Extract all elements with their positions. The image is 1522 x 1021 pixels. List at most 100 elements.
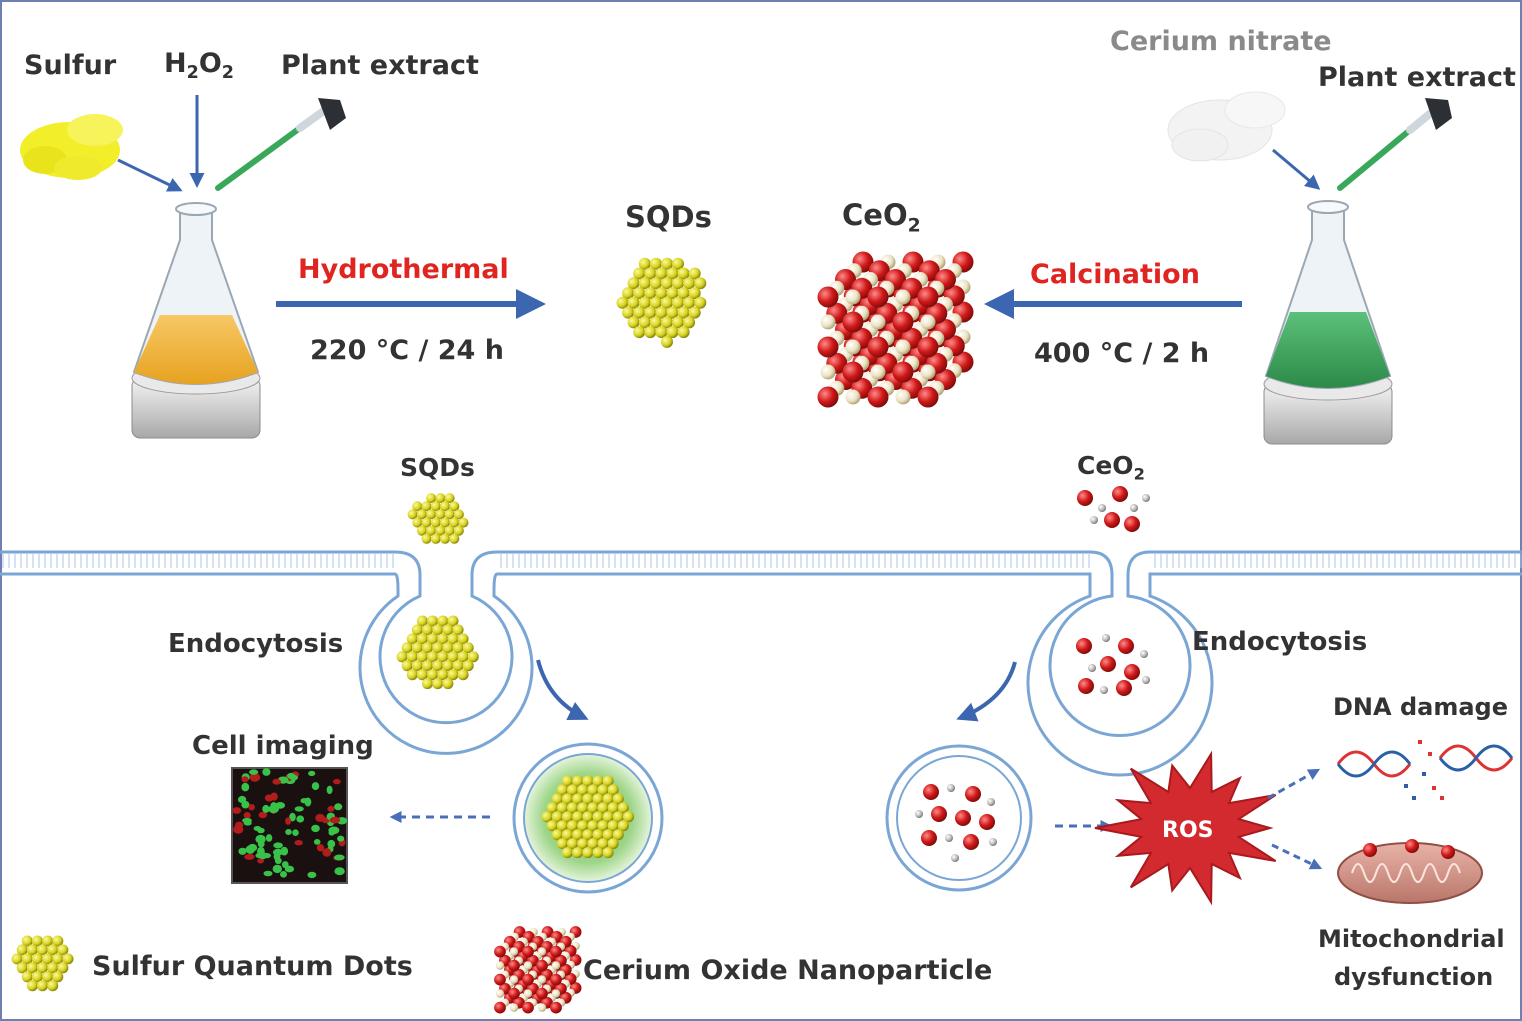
sulfur-particle	[612, 829, 624, 841]
cerium-nitrate-powder-icon	[1167, 91, 1286, 162]
sulfur-particle	[556, 838, 568, 850]
sulfur-particle	[572, 775, 584, 787]
imaged-cell	[262, 768, 271, 776]
hydrothermal-label: Hydrothermal	[298, 254, 509, 285]
legend-ceo2-label: Cerium Oxide Nanoparticle	[583, 955, 993, 986]
sulfur-particle	[42, 971, 54, 983]
sulfur-particle	[577, 820, 589, 832]
sulfur-particle	[444, 525, 455, 536]
sulfur-particle	[42, 953, 54, 965]
imaged-cell	[248, 804, 255, 811]
sulfur-particle	[432, 624, 444, 636]
imaged-cell	[300, 798, 309, 804]
cerium-atom	[892, 361, 914, 383]
sulfur-particle	[449, 517, 460, 528]
sulfur-particle	[666, 326, 679, 339]
sulfur-powder-icon	[20, 114, 123, 180]
cerium-atom	[931, 806, 947, 822]
sulfur-particle	[31, 953, 43, 965]
sulfur-particle	[457, 651, 469, 663]
sulfur-particle	[416, 651, 428, 663]
sulfur-particle	[561, 793, 573, 805]
oxygen-atom	[1100, 686, 1108, 694]
cerium-atom	[867, 386, 889, 408]
sulfur-particle	[411, 642, 423, 654]
imaged-cell	[255, 834, 266, 844]
sqds-cell-label: SQDs	[400, 453, 475, 482]
cerium-atom	[494, 1001, 506, 1014]
dropper-left-icon	[215, 98, 346, 191]
sulfur-particle	[453, 525, 464, 536]
sulfur-label: Sulfur	[24, 50, 117, 81]
imaged-cell	[311, 782, 320, 791]
cerium-atom	[550, 973, 562, 986]
sulfur-particle	[567, 802, 578, 814]
oxygen-atom	[1142, 494, 1150, 502]
imaged-cell	[253, 826, 262, 831]
sulfur-particle	[435, 493, 446, 504]
sulfur-particle	[633, 306, 646, 319]
sulfur-particle	[412, 517, 423, 528]
sulfur-particle	[422, 624, 433, 636]
sulfur-particle	[453, 509, 464, 520]
sqd-particle-top	[616, 257, 707, 348]
cerium-atom	[917, 386, 939, 408]
sulfur-particle	[447, 615, 459, 627]
ros-label: ROS	[1162, 818, 1214, 843]
oxygen-atom	[1142, 676, 1150, 684]
sulfur-particle	[47, 962, 59, 974]
sulfur-particle	[592, 829, 604, 841]
sulfur-particle	[437, 633, 449, 645]
sulfur-particle	[567, 820, 578, 832]
sulfur-particle	[422, 660, 433, 672]
sulfur-particle	[683, 277, 696, 290]
oxygen-atom	[945, 834, 953, 842]
sulfur-particle	[602, 793, 614, 805]
sulfur-particle	[592, 793, 604, 805]
sulfur-particle	[31, 971, 43, 983]
sulfur-particle	[644, 326, 657, 339]
sulfur-particle	[597, 820, 609, 832]
sulfur-particle	[623, 811, 634, 823]
oxygen-atom	[895, 339, 911, 355]
sulfur-particle	[633, 267, 646, 280]
cerium-atom	[522, 945, 534, 958]
sulfur-particle	[577, 784, 589, 796]
sulfur-particle	[592, 775, 604, 787]
sulfur-particle	[694, 277, 707, 290]
sulfur-particle	[644, 306, 657, 319]
sulfur-particle	[447, 669, 459, 681]
cerium-atom	[1112, 486, 1128, 502]
sulfur-particle	[551, 829, 563, 841]
oxygen-atom	[845, 339, 861, 355]
imaged-cell	[296, 815, 305, 823]
sulfur-particle	[577, 838, 589, 850]
cell-imaging-panel	[231, 767, 348, 884]
sulfur-particle	[52, 953, 64, 965]
sulfur-particle	[683, 316, 696, 329]
sulfur-particle	[52, 971, 64, 983]
h2o2-label: H2O2	[164, 48, 234, 84]
cerium-atom	[917, 286, 939, 308]
sulfur-particle	[627, 296, 640, 309]
sulfur-particle	[582, 811, 594, 823]
sulfur-particle	[644, 287, 657, 300]
sulfur-particle	[638, 296, 651, 309]
sulfur-particle	[602, 811, 614, 823]
cerium-atom	[817, 336, 839, 358]
cerium-atom	[550, 1001, 562, 1014]
sulfur-particle	[426, 493, 437, 504]
imaged-cell	[241, 782, 250, 792]
sulfur-particle	[426, 525, 437, 536]
imaged-cell	[264, 794, 274, 802]
sulfur-particle	[422, 678, 433, 690]
imaged-cell	[327, 839, 336, 848]
sulfur-particle	[21, 971, 33, 983]
imaged-cell	[315, 813, 325, 822]
sulfur-particle	[449, 501, 460, 512]
sulfur-particle	[587, 820, 599, 832]
imaged-cell	[327, 805, 335, 812]
sulfur-particle	[462, 642, 474, 654]
sulfur-particle	[396, 651, 408, 663]
sulfur-particle	[16, 962, 28, 974]
